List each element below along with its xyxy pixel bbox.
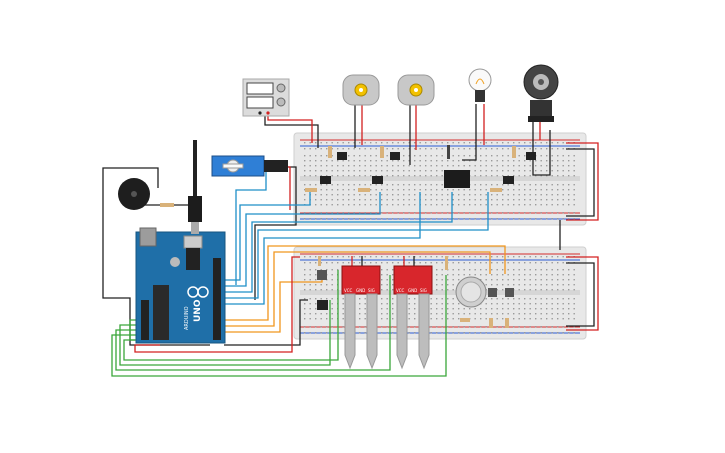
dc-motor-2[interactable]	[397, 74, 435, 106]
transistor[interactable]	[503, 176, 514, 184]
resistor[interactable]	[160, 203, 174, 207]
dc-power-supply[interactable]	[242, 78, 290, 117]
soil-sensor-label: VCC	[344, 288, 353, 293]
wire-black	[566, 148, 595, 217]
servo-motor[interactable]	[211, 155, 288, 177]
resistor[interactable]	[328, 146, 332, 158]
resistor[interactable]	[512, 146, 516, 158]
soil-sensor-label: VCC	[396, 288, 405, 293]
dc-motor-1[interactable]	[342, 74, 380, 106]
resistor[interactable]	[445, 256, 448, 270]
transistor[interactable]	[526, 152, 536, 160]
transistor[interactable]	[320, 176, 331, 184]
breadboard-holes	[304, 142, 575, 220]
rotary-potentiometer[interactable]	[523, 64, 559, 122]
soil-moisture-sensor-1[interactable]: VCC GND SIG	[341, 265, 381, 370]
resistor[interactable]	[380, 146, 384, 158]
soil-sensor-label: GND	[408, 288, 417, 293]
wire-black	[566, 262, 595, 327]
resistor[interactable]	[460, 318, 470, 322]
arduino-brand-text: ARDUINO	[184, 306, 190, 330]
resistor[interactable]	[358, 188, 370, 192]
temperature-sensor[interactable]	[317, 300, 328, 310]
arduino-uno[interactable]: UNO ARDUINO	[135, 227, 226, 344]
usb-cable	[188, 140, 202, 234]
resistor[interactable]	[318, 256, 321, 266]
arduino-logo-text: UNO	[193, 299, 203, 322]
transistor[interactable]	[372, 176, 383, 184]
transistor[interactable]	[390, 152, 400, 160]
relay[interactable]	[444, 170, 470, 188]
resistor[interactable]	[490, 188, 502, 192]
atmega-chip	[153, 285, 169, 340]
transistor[interactable]	[337, 152, 347, 160]
resistor[interactable]	[505, 318, 509, 328]
breadboard-top[interactable]	[293, 132, 587, 226]
soil-sensor-label: SIG	[420, 288, 427, 293]
wire-black	[264, 112, 319, 148]
resistor[interactable]	[305, 188, 317, 192]
wire-red	[566, 142, 599, 221]
resistor[interactable]	[489, 318, 493, 328]
soil-sensor-label: GND	[356, 288, 365, 293]
light-bulb[interactable]	[468, 68, 492, 102]
pushbutton[interactable]	[488, 288, 497, 297]
diode[interactable]	[447, 145, 450, 159]
piezo-buzzer[interactable]	[118, 178, 150, 210]
soil-sensor-label: SIG	[368, 288, 375, 293]
pushbutton[interactable]	[505, 288, 514, 297]
gas-sensor[interactable]	[455, 276, 487, 308]
wire-red	[566, 256, 599, 331]
soil-moisture-sensor-2[interactable]: VCC GND SIG	[393, 265, 433, 370]
pushbutton[interactable]	[317, 270, 327, 280]
